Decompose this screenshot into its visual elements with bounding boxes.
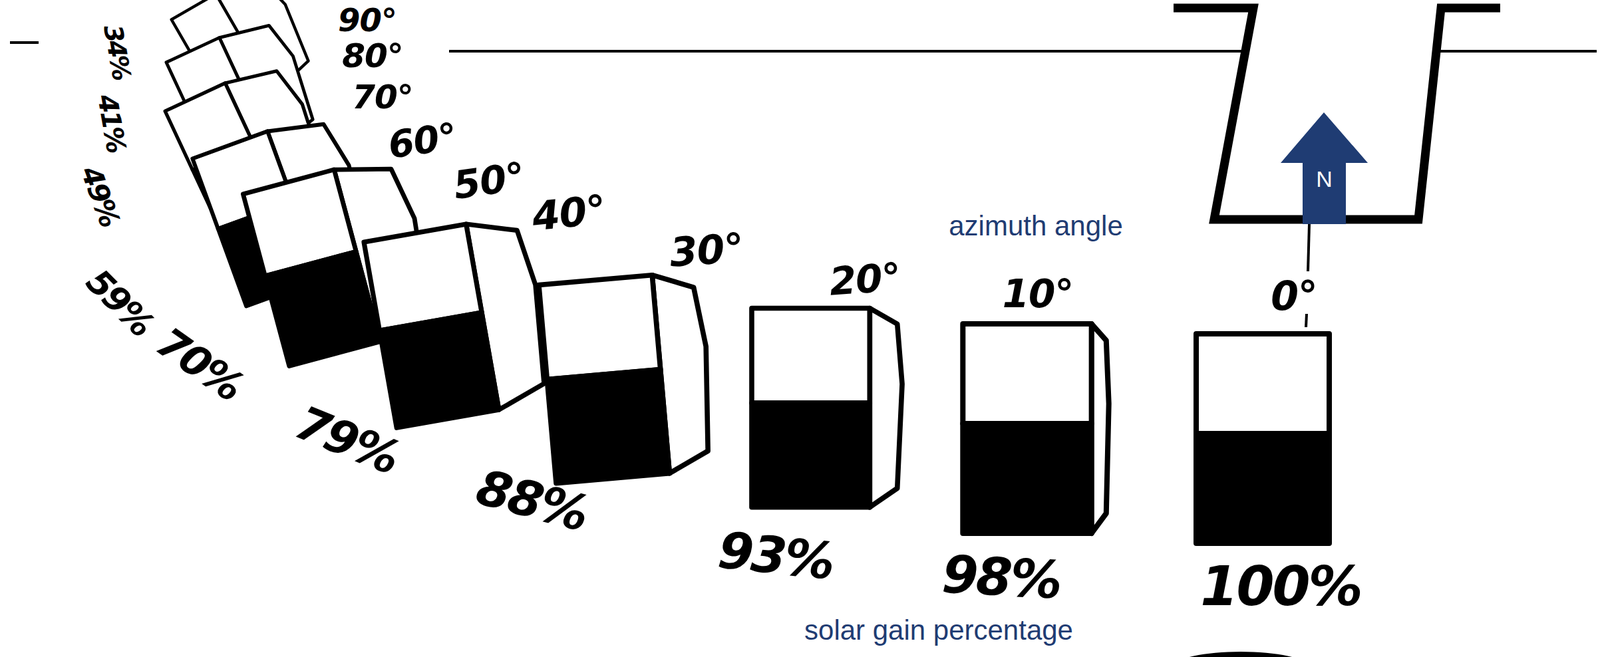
percentage-label: 34% xyxy=(99,22,135,81)
angle-label: 10° xyxy=(1002,274,1074,314)
house-roof xyxy=(751,308,870,404)
percentage-label: 49% xyxy=(76,162,124,230)
horizon-line xyxy=(449,49,1246,53)
axis-caption: solar gain percentage xyxy=(804,616,1074,645)
north-arrow: N xyxy=(1280,112,1368,225)
house-wall xyxy=(962,423,1092,534)
percentage-label: 98% xyxy=(940,548,1062,607)
house-roof xyxy=(962,323,1092,424)
angle-label: 90° xyxy=(337,3,397,36)
angle-label: 50° xyxy=(451,157,527,205)
sun-mark xyxy=(1174,651,1308,657)
house-roof xyxy=(538,275,661,380)
house-wall xyxy=(379,312,499,428)
house-group xyxy=(164,0,1330,544)
compass-letter: N xyxy=(1315,167,1333,191)
house-roof xyxy=(1196,333,1330,434)
house xyxy=(1196,333,1330,544)
dash-mark xyxy=(9,41,39,44)
north-axis-line xyxy=(1305,314,1307,328)
house-wall xyxy=(1196,433,1330,544)
angle-label: 70° xyxy=(351,80,414,114)
percentage-label: 41% xyxy=(93,92,130,154)
percentage-label: 79% xyxy=(289,399,405,482)
house xyxy=(363,214,556,428)
house xyxy=(751,308,903,508)
angle-label: 0° xyxy=(1270,276,1318,317)
percentage-label: 59% xyxy=(80,263,160,342)
horizon-line xyxy=(1436,49,1597,53)
angle-label: 80° xyxy=(341,39,404,73)
percentage-label: 93% xyxy=(715,524,836,588)
angle-label: 30° xyxy=(668,227,745,273)
house xyxy=(962,323,1109,534)
house-wall xyxy=(264,251,380,366)
house-gable xyxy=(869,308,903,508)
percentage-label: 100% xyxy=(1200,559,1361,615)
percentage-label: 70% xyxy=(149,321,250,409)
house-wall xyxy=(751,403,870,508)
north-axis-line xyxy=(1307,224,1310,272)
angle-label: 20° xyxy=(828,257,903,301)
house xyxy=(538,270,717,483)
house-wall xyxy=(546,369,670,484)
axis-caption: azimuth angle xyxy=(948,212,1123,241)
arrow-fill xyxy=(1280,112,1368,225)
angle-label: 60° xyxy=(385,117,460,165)
angle-label: 40° xyxy=(530,188,608,237)
